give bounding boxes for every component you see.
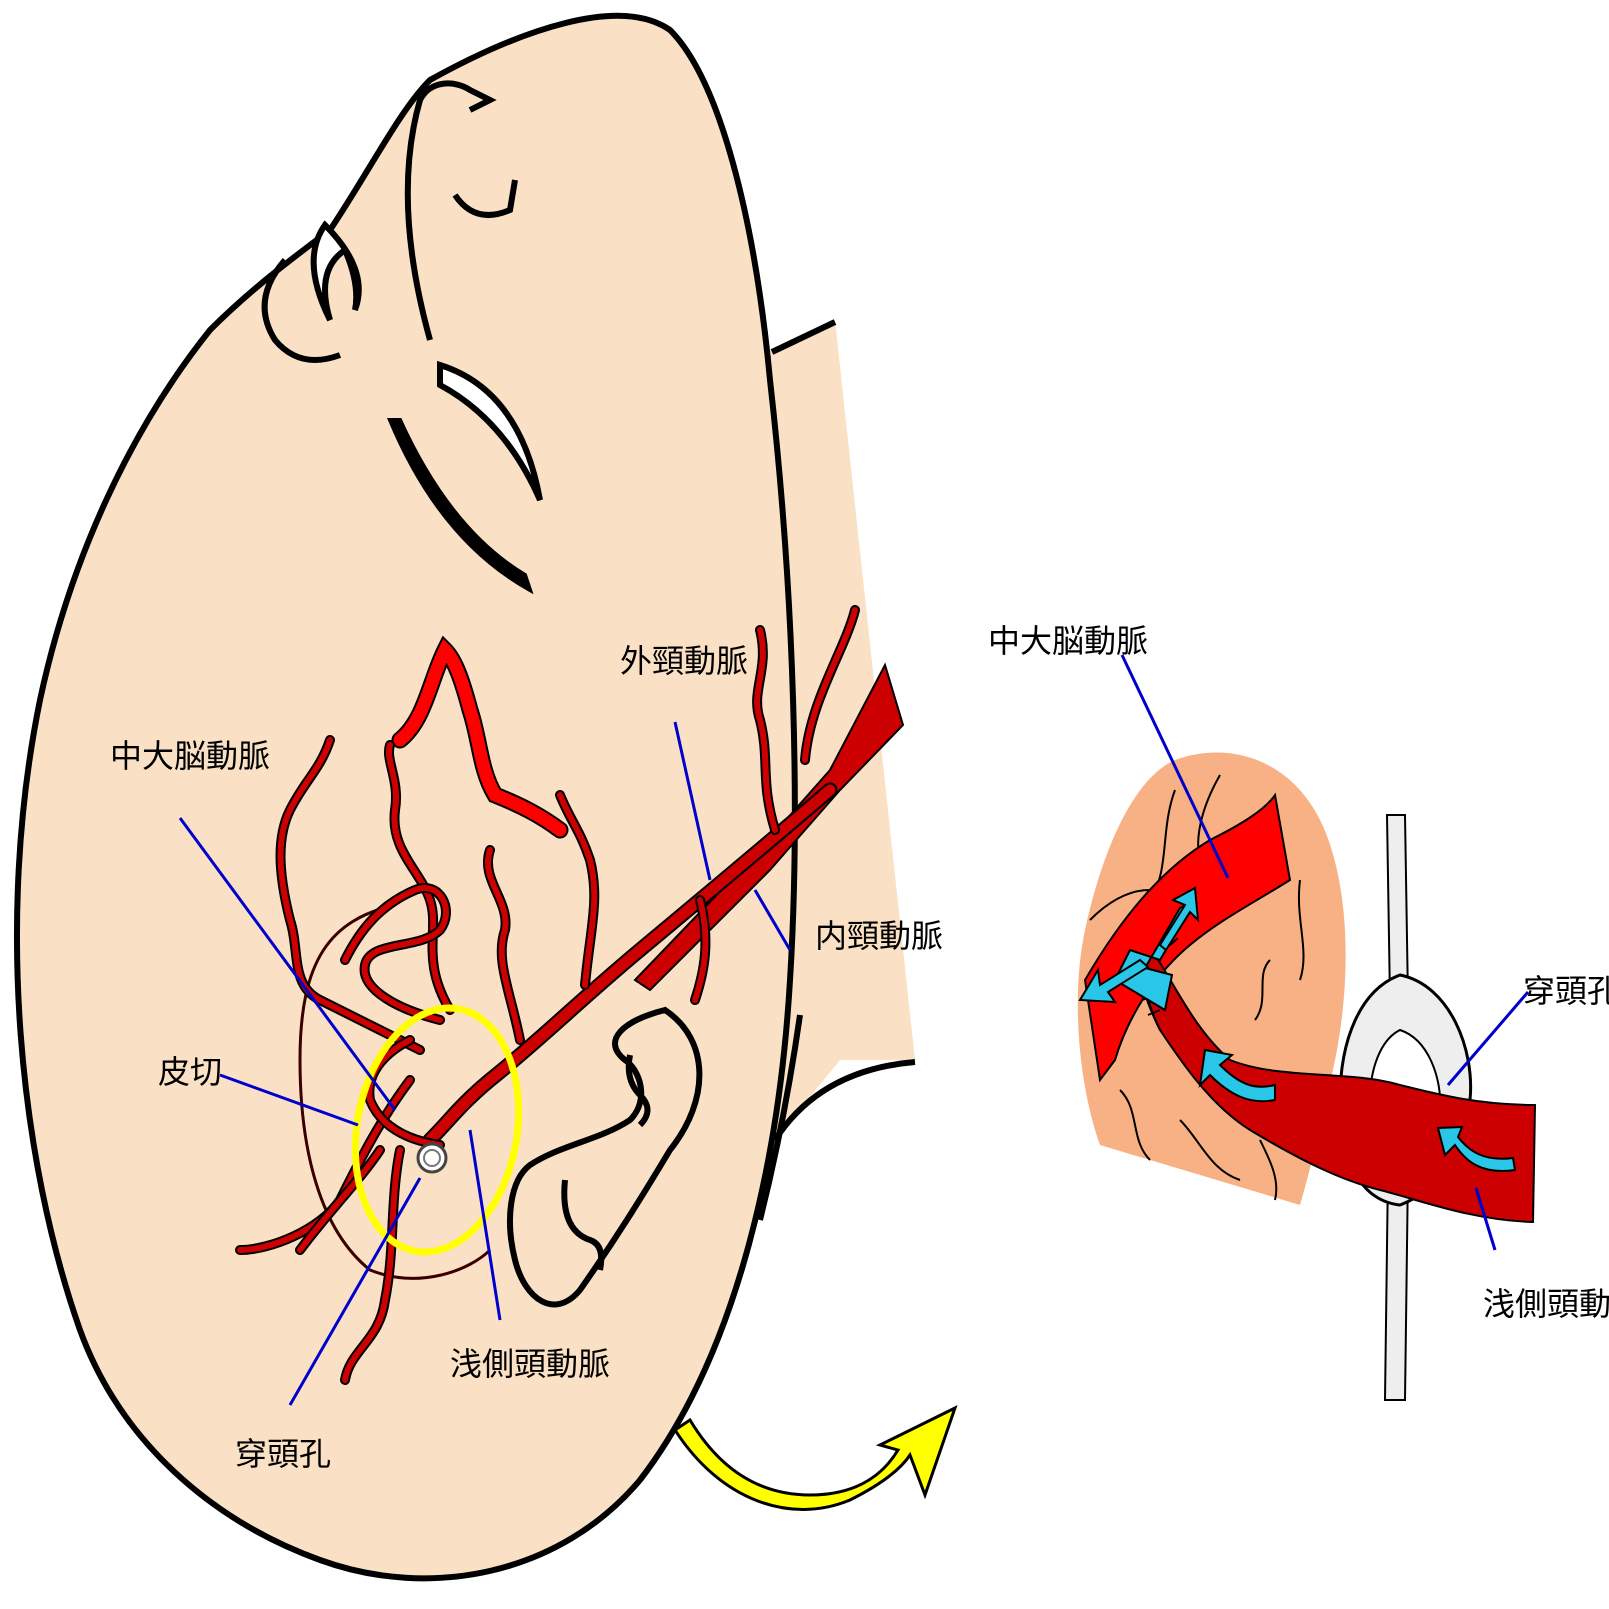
frontal-branch-bright-fill [393,639,567,837]
head-outline [13,12,798,1582]
head-illustration [13,12,916,1582]
branch-a-fill [754,627,778,833]
inset-leader-burr-hole [1446,991,1530,1086]
lower-lip [261,258,342,363]
flow-arrow-curved-small [1198,1048,1276,1103]
tortuous-branches [235,605,860,1385]
upper-lip [310,220,362,322]
inset-illustration [1077,752,1537,1401]
sulcus-8 [1259,1139,1278,1201]
leader-superficial-temporal [468,1129,502,1321]
inset-label-middle-cerebral: 中大脳動脈 [988,622,1148,660]
flow-arrow-entry [1436,1125,1517,1172]
flow-arrow-t-right [1158,886,1200,952]
blood-flow-arrow-icon [1078,886,1517,1172]
jaw-line [757,1014,803,1221]
branch-i-fill [342,1147,403,1383]
internal-carotid-artery [633,662,905,992]
leader-skin-incision [219,1073,359,1127]
flow-arrow-t-left [1078,958,1150,1004]
ear-inner-1 [625,1054,651,1128]
inset-leader-superficial-temporal [1474,1187,1497,1251]
arteries [235,605,905,1385]
main-leader-lines [178,721,792,1406]
sulcus-3 [1089,889,1151,921]
branch-d-fill [485,847,523,1043]
branch-b-fill [802,607,858,763]
nose [404,80,497,341]
label-skin-incision: 皮切 [158,1053,222,1091]
highlight-ellipse [351,1004,523,1256]
label-external-carotid: 外頸動脈 [620,642,748,680]
neck-outline-lower [772,1059,916,1142]
eye-lash [386,418,534,595]
branch-l-fill [692,897,709,1003]
leader-burr-hole [288,1177,422,1406]
label-middle-cerebral: 中大脳動脈 [110,737,270,775]
ear-inner-2 [561,1179,605,1271]
sulcus-5 [1254,959,1271,1021]
burr-hole-marker-inner [423,1149,441,1167]
stitch-4 [1147,1009,1161,1016]
branch-k-fill [366,1037,443,1148]
neck [770,320,915,1140]
yellow-curved-arrow-icon [672,1405,958,1511]
skin-incision-outline [298,903,492,1280]
branch-j-fill [297,1147,383,1253]
nostril [452,179,518,218]
inset-superficial-temporal-artery [1138,953,1537,1224]
stitch-6 [1169,937,1179,946]
eye-lid [437,360,543,502]
inset-leader-middle-cerebral [1120,654,1230,879]
branch-g-fill [277,737,423,1053]
leader-middle-cerebral [178,817,397,1111]
skull-bar [1385,814,1410,1001]
burr-hole-marker-outer [416,1142,448,1174]
sulcus-7 [1179,1119,1241,1181]
inset-label-burr-hole: 穿頭孔 [1523,972,1609,1010]
branch-f-fill [342,885,449,1023]
leader-external-carotid [673,721,712,881]
sulcus-6 [1119,1089,1151,1161]
neck-outline-upper [770,319,837,355]
branch-e-fill [386,742,453,1013]
label-burr-hole: 穿頭孔 [235,1435,331,1473]
ear-outer [507,1006,703,1308]
inset-label-superficial-temporal: 浅側頭動脈 [1483,1285,1609,1323]
label-internal-carotid: 内頸動脈 [815,917,943,955]
branch-c-fill [557,792,598,988]
inset-leader-lines [1120,654,1530,1251]
label-superficial-temporal: 浅側頭動脈 [450,1345,610,1383]
sulcus-4 [1297,879,1305,981]
external-carotid-artery-fill [424,784,836,1146]
leader-internal-carotid [753,889,792,951]
